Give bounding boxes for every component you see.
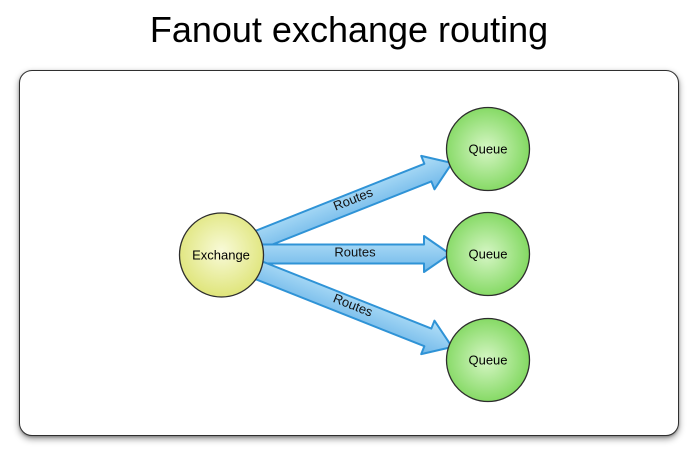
exchange-node xyxy=(178,212,265,298)
page-title: Fanout exchange routing xyxy=(149,9,549,50)
queue-node-bottom xyxy=(445,317,531,403)
route-arrow-middle xyxy=(249,235,451,273)
queue-node-label: Queue xyxy=(468,352,508,368)
queue-node-top xyxy=(445,106,531,192)
route-arrow-top xyxy=(243,154,454,254)
route-edge-label: Routes xyxy=(334,244,376,260)
queue-node-label: Queue xyxy=(468,141,508,157)
queue-node-label: Queue xyxy=(468,246,508,262)
exchange-node-label: Exchange xyxy=(192,247,250,263)
queue-node-middle xyxy=(445,211,531,297)
route-arrow-bottom xyxy=(243,256,454,356)
